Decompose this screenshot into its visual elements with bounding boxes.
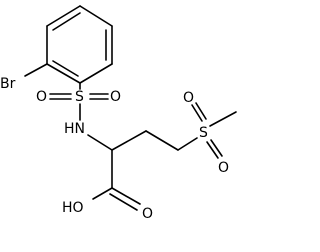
bond-s2-o3-b (195, 102, 207, 120)
atom-s2: S (199, 125, 208, 141)
structure-canvas: Br S O O HN S O O HO O (0, 5, 237, 222)
bond-ca-cb (111, 130, 147, 151)
bond-s2-o3-a (191, 104, 203, 122)
bond-n-ca (87, 134, 113, 151)
bond-c-o5-b (109, 193, 138, 211)
atom-o4: O (218, 160, 229, 176)
bond-c-o5-a (111, 187, 141, 205)
benzene-ring (46, 5, 113, 84)
atom-s1: S (75, 89, 84, 105)
atom-o5: O (142, 206, 153, 222)
bond-ring-4 (79, 63, 113, 84)
molecule-structure: Br S O O HN S O O HO O (0, 5, 237, 222)
bond-s2-methyl (209, 111, 237, 127)
bond-cb-cg (145, 130, 179, 151)
bond-c-br (24, 63, 48, 77)
atom-o2: O (110, 89, 121, 105)
bond-s2-o4-b (210, 139, 223, 157)
atom-o1: O (36, 89, 47, 105)
atom-nh: HN (64, 121, 85, 137)
bond-c-oh (92, 187, 113, 200)
bond-ring-5 (46, 63, 81, 84)
bond-ring-1 (46, 5, 81, 27)
bond-s2-o4-a (206, 141, 219, 159)
bond-ring-double-3 (52, 60, 79, 77)
atom-oh: HO (62, 200, 84, 216)
bond-ring-double-1 (52, 12, 81, 31)
bond-cg-s2 (177, 137, 198, 151)
bond-ring-2 (79, 5, 113, 27)
atom-br: Br (0, 76, 16, 92)
atom-o3: O (183, 90, 194, 106)
